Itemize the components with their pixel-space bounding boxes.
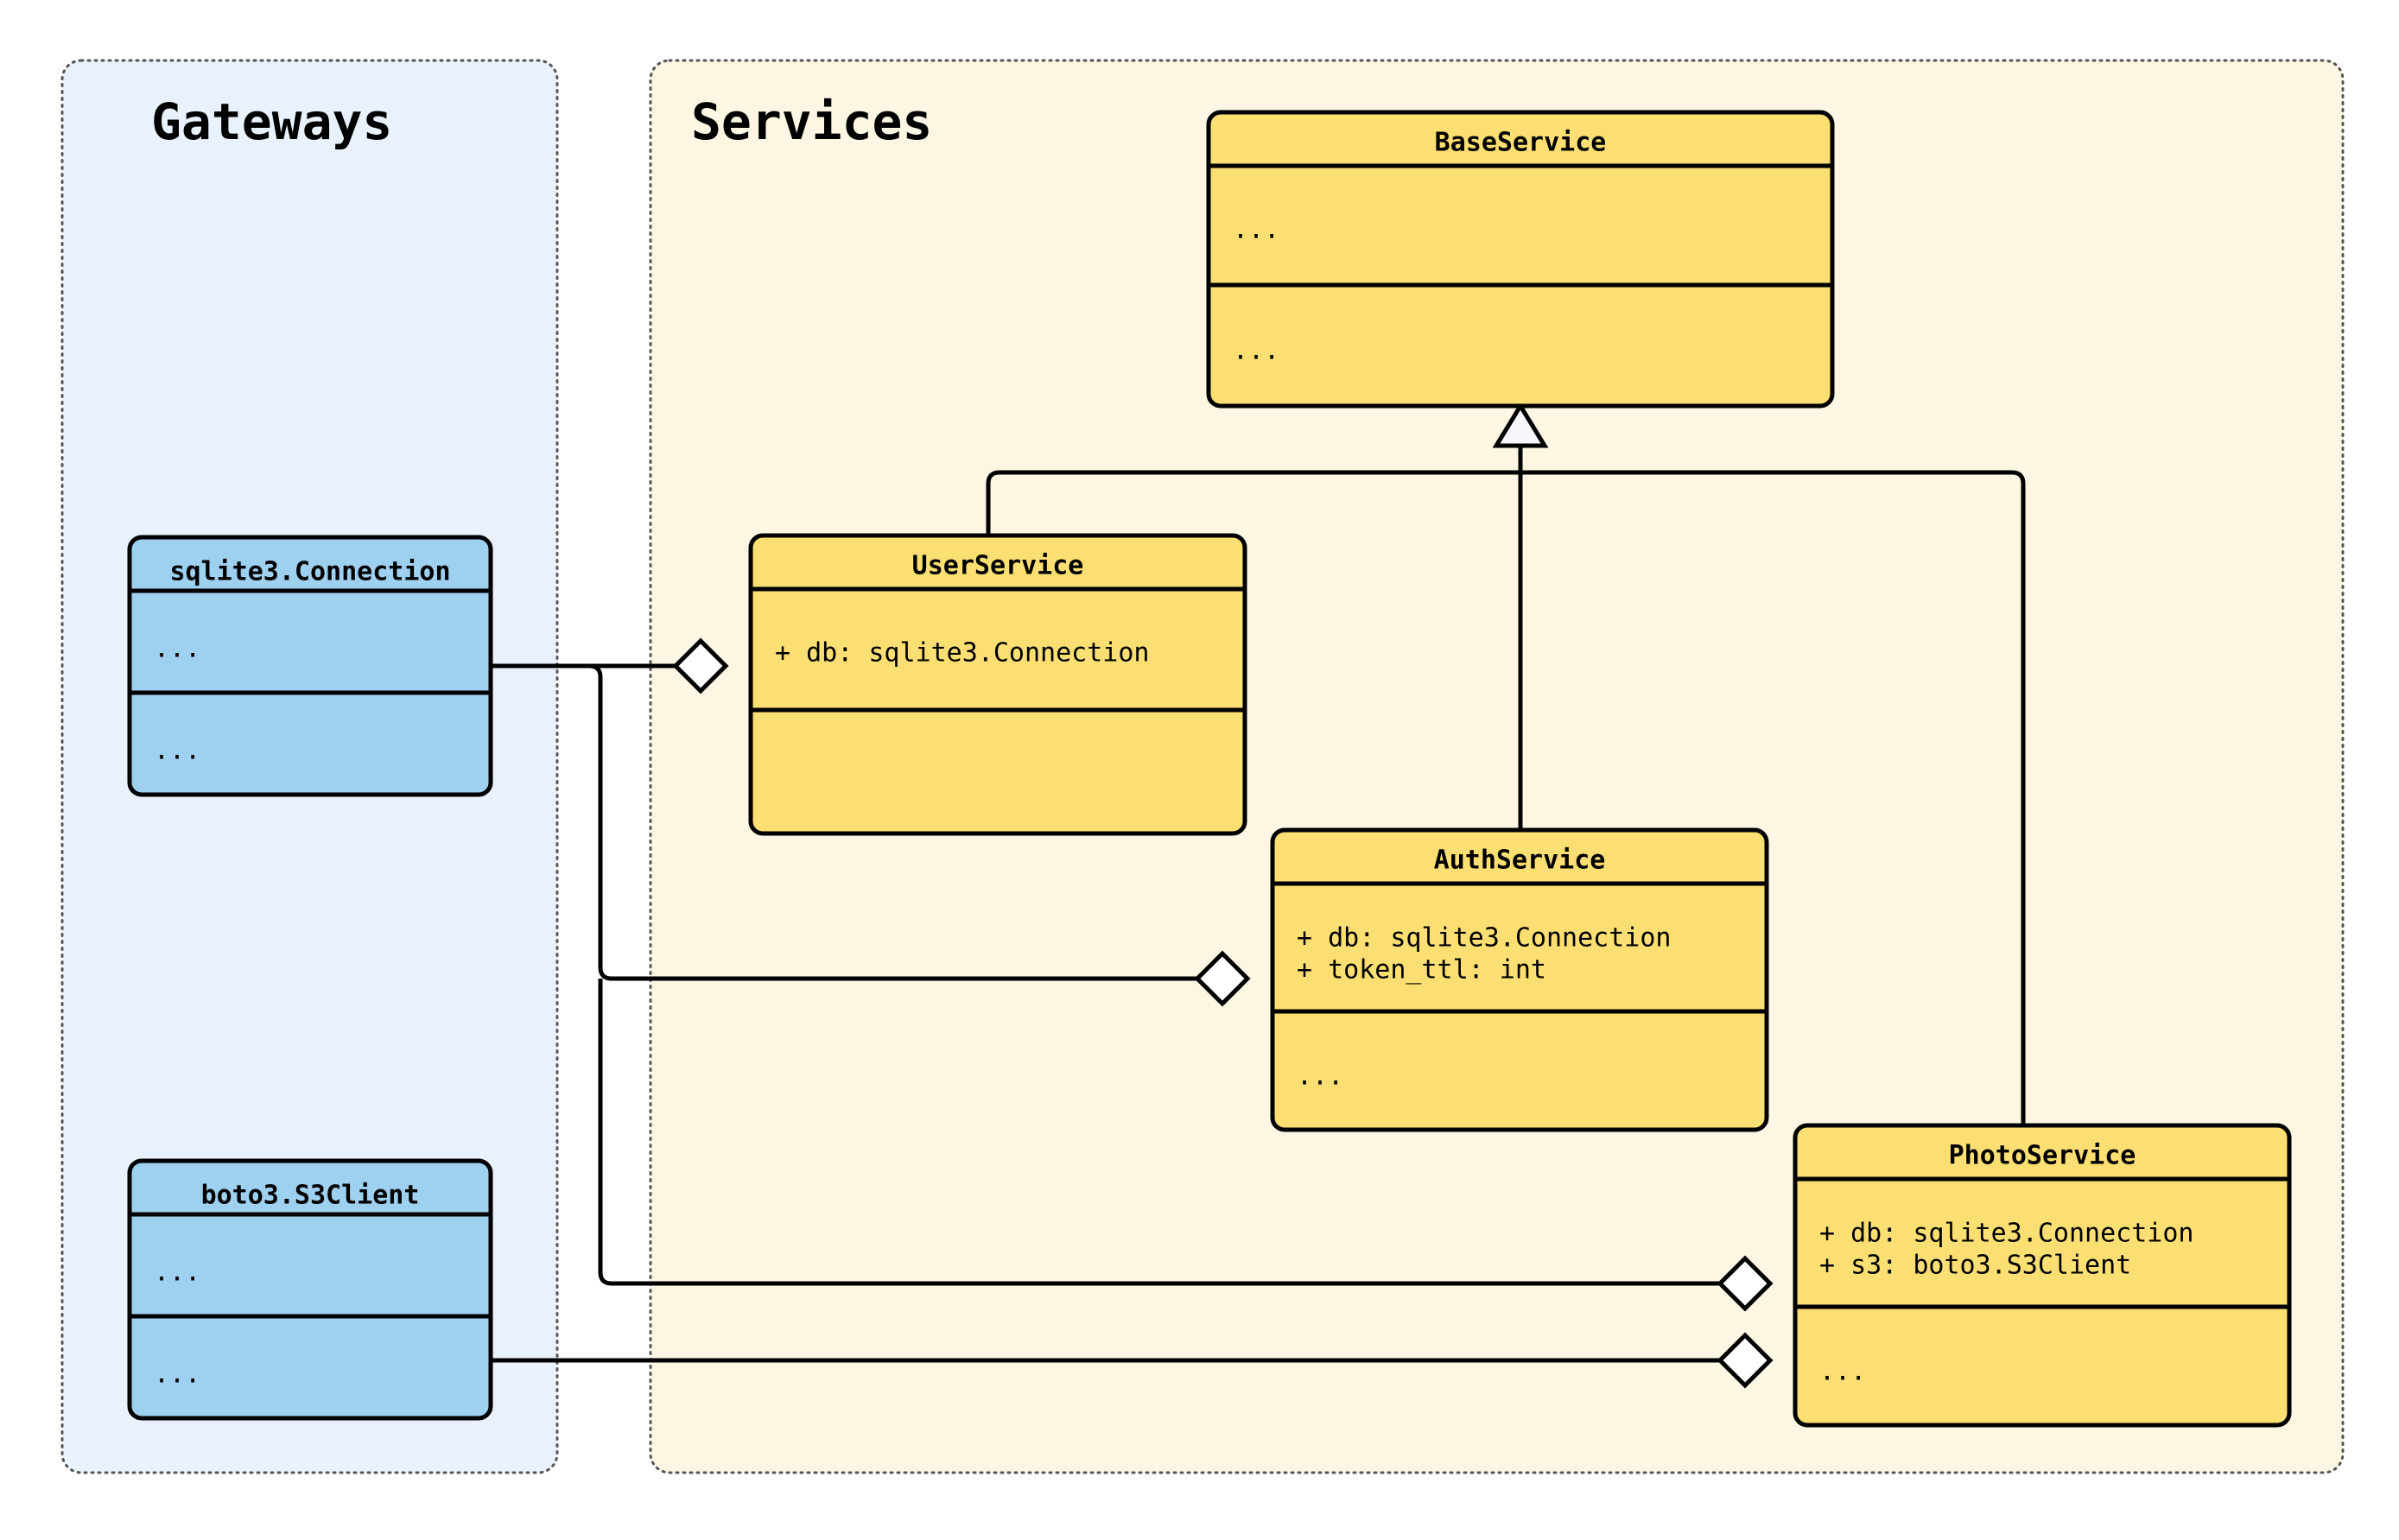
package-services-box	[649, 59, 2345, 1474]
package-gateways-label: Gateways	[151, 92, 392, 151]
class-photo-service[interactable]: PhotoService + db: sqlite3.Connection + …	[1793, 1123, 2292, 1428]
package-services-label: Services	[691, 92, 932, 151]
class-base-service-method-0: ...	[1233, 336, 1279, 366]
class-user-service-title: UserService	[912, 551, 1084, 581]
aggregation-diamond-icon-userservice	[672, 637, 729, 694]
class-boto3-s3client-method-0: ...	[154, 1359, 200, 1390]
class-photo-service-box	[1793, 1123, 2292, 1428]
class-auth-service-attribute-0: + db: sqlite3.Connection	[1297, 923, 1671, 954]
class-base-service-attribute-0: ...	[1233, 215, 1279, 245]
inheritance-bus-line	[986, 470, 2026, 1125]
class-auth-service-attribute-1: + token_ttl: int	[1297, 955, 1546, 985]
class-sqlite3-connection[interactable]: sqlite3.Connection ... ...	[127, 535, 493, 797]
inheritance-triangle-icon	[1492, 402, 1549, 448]
edge-inheritance-group	[986, 402, 2026, 1125]
class-auth-service-title: AuthService	[1434, 846, 1606, 876]
aggregation-diamond-icon-authservice	[1194, 950, 1251, 1007]
class-photo-service-attribute-1: + s3: boto3.S3Client	[1819, 1251, 2131, 1281]
edge-photoservice-aggregates-connection	[598, 979, 1745, 1286]
class-boto3-s3client-title: boto3.S3Client	[201, 1181, 420, 1211]
class-base-service-title: BaseService	[1435, 128, 1607, 158]
class-boto3-s3client[interactable]: boto3.S3Client ... ...	[127, 1158, 493, 1421]
aggregation-diamond-icon-photoservice-db	[1717, 1255, 1774, 1312]
class-sqlite3-connection-method-0: ...	[154, 736, 200, 766]
edge-aggregation-db-group	[491, 637, 1774, 1312]
class-photo-service-attribute-0: + db: sqlite3.Connection	[1819, 1219, 2193, 1249]
class-photo-service-method-0: ...	[1819, 1357, 1866, 1387]
class-auth-service-box	[1270, 827, 1769, 1132]
class-sqlite3-connection-attribute-0: ...	[154, 634, 200, 664]
class-base-service[interactable]: BaseService ... ...	[1206, 110, 1835, 409]
class-boto3-s3client-attribute-0: ...	[154, 1258, 200, 1288]
class-user-service[interactable]: UserService + db: sqlite3.Connection	[748, 533, 1247, 836]
class-photo-service-title: PhotoService	[1949, 1141, 2136, 1171]
class-user-service-box	[748, 533, 1247, 836]
class-sqlite3-connection-box	[127, 535, 493, 797]
edge-db-trunk	[588, 663, 1222, 981]
package-services[interactable]: Services	[649, 59, 2345, 1474]
class-base-service-box	[1206, 110, 1835, 409]
edge-aggregation-s3-group	[491, 1332, 1774, 1389]
class-user-service-attribute-0: + db: sqlite3.Connection	[775, 638, 1149, 669]
class-boto3-s3client-box	[127, 1158, 493, 1421]
aggregation-diamond-icon-photoservice-s3	[1717, 1332, 1774, 1389]
class-auth-service[interactable]: AuthService + db: sqlite3.Connection + t…	[1270, 827, 1769, 1132]
class-sqlite3-connection-title: sqlite3.Connection	[169, 557, 450, 587]
class-auth-service-method-0: ...	[1297, 1062, 1343, 1092]
